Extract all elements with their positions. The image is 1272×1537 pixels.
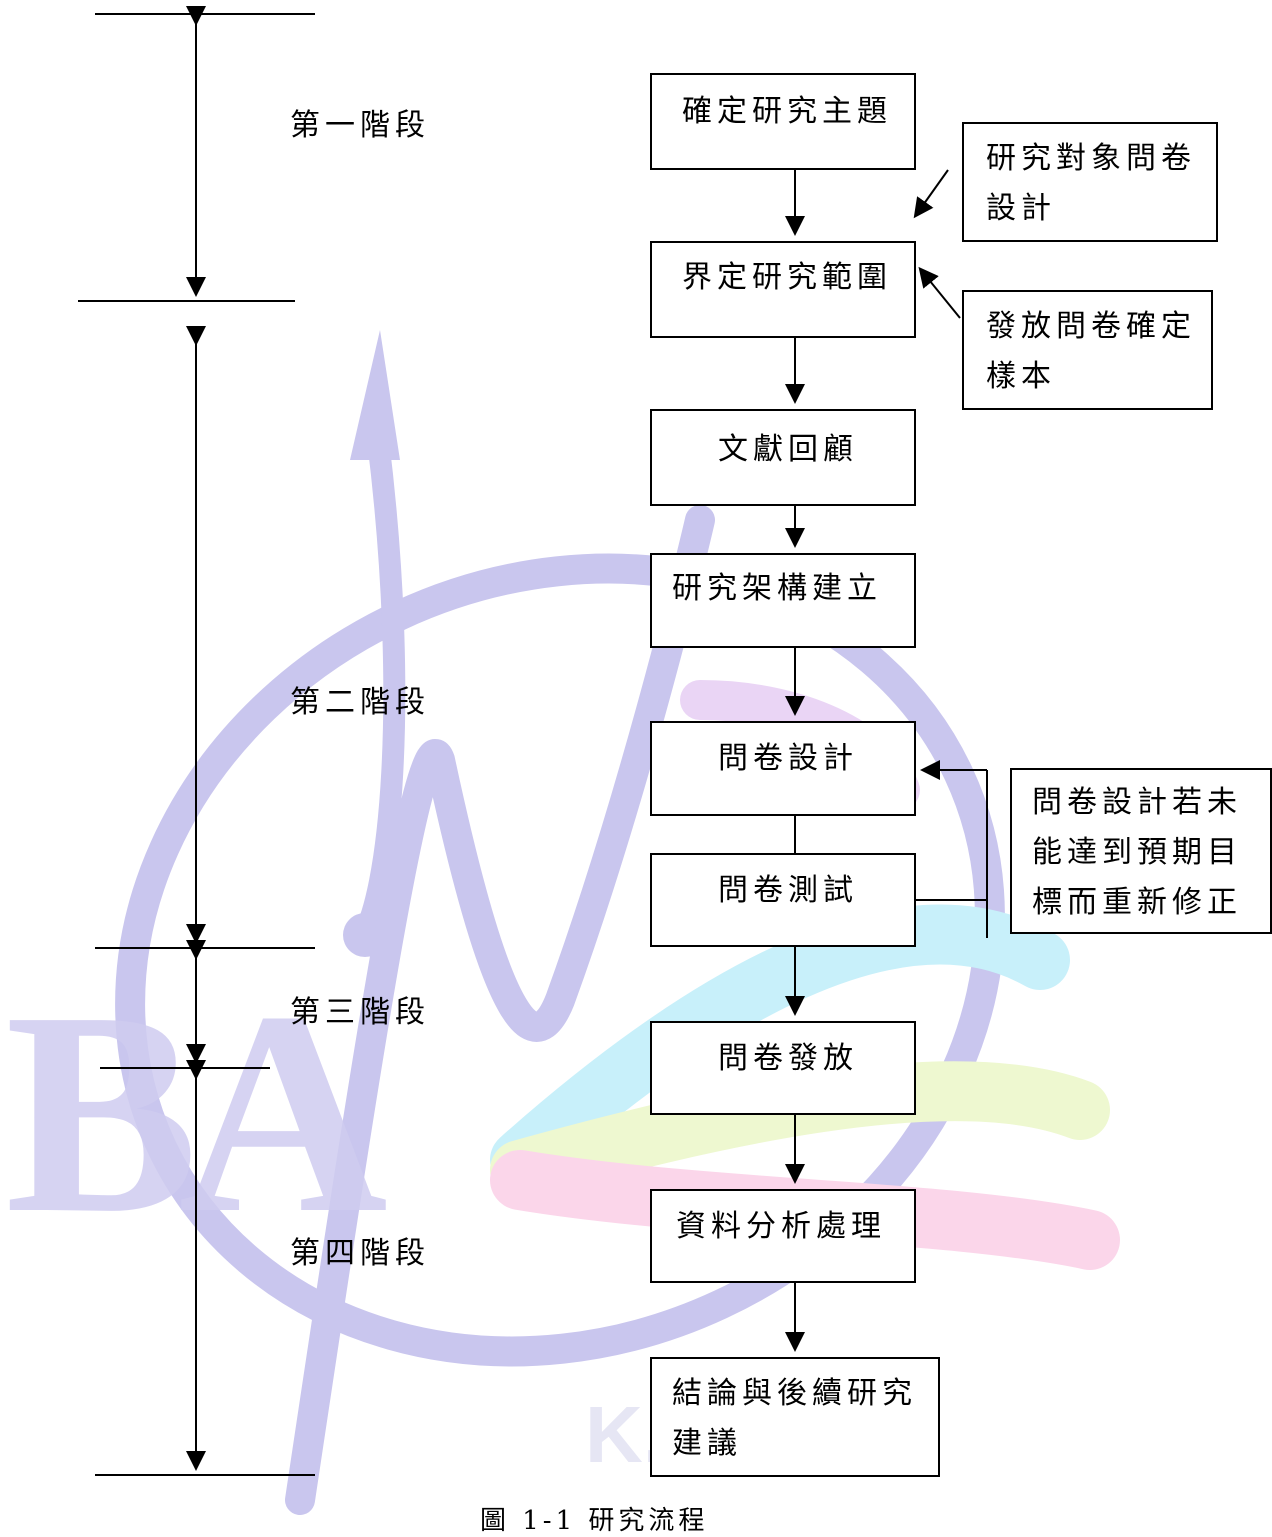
step-label: 問卷發放 [718, 1041, 858, 1076]
stage-label-4: 第四階段 [290, 1236, 430, 1271]
step-determine-topic: 確定研究主題 [650, 73, 916, 170]
step-conclusion: 結論與後續研究建議 [650, 1357, 940, 1477]
stage-label-3: 第三階段 [290, 995, 430, 1030]
note-revise-design: 問卷設計若未能達到預期目標而重新修正 [1010, 768, 1272, 934]
step-label: 確定研究主題 [682, 94, 892, 129]
step-label: 界定研究範圍 [682, 260, 892, 295]
note-confirm-sample: 發放問卷確定樣本 [962, 290, 1213, 410]
step-data-analysis: 資料分析處理 [650, 1189, 916, 1283]
note-text: 研究對象問卷設計 [986, 141, 1196, 226]
figure-caption: 圖 1-1 研究流程 [480, 1506, 709, 1536]
step-questionnaire-test: 問卷測試 [650, 853, 916, 947]
step-questionnaire-distribute: 問卷發放 [650, 1021, 916, 1115]
note-research-subject-design: 研究對象問卷設計 [962, 122, 1218, 242]
stage-label-1: 第一階段 [290, 108, 430, 143]
step-build-framework: 研究架構建立 [650, 553, 916, 648]
step-label: 研究架構建立 [672, 571, 882, 606]
step-label: 結論與後續研究建議 [672, 1376, 917, 1461]
step-label: 文獻回顧 [718, 432, 858, 467]
step-literature-review: 文獻回顧 [650, 409, 916, 506]
note-text: 問卷設計若未能達到預期目標而重新修正 [1032, 785, 1242, 920]
step-questionnaire-design: 問卷設計 [650, 721, 916, 816]
step-label: 資料分析處理 [676, 1209, 886, 1244]
stage-label-2: 第二階段 [290, 685, 430, 720]
step-define-scope: 界定研究範圍 [650, 241, 916, 338]
note-text: 發放問卷確定樣本 [986, 309, 1196, 394]
step-label: 問卷測試 [718, 873, 858, 908]
step-label: 問卷設計 [718, 741, 858, 776]
